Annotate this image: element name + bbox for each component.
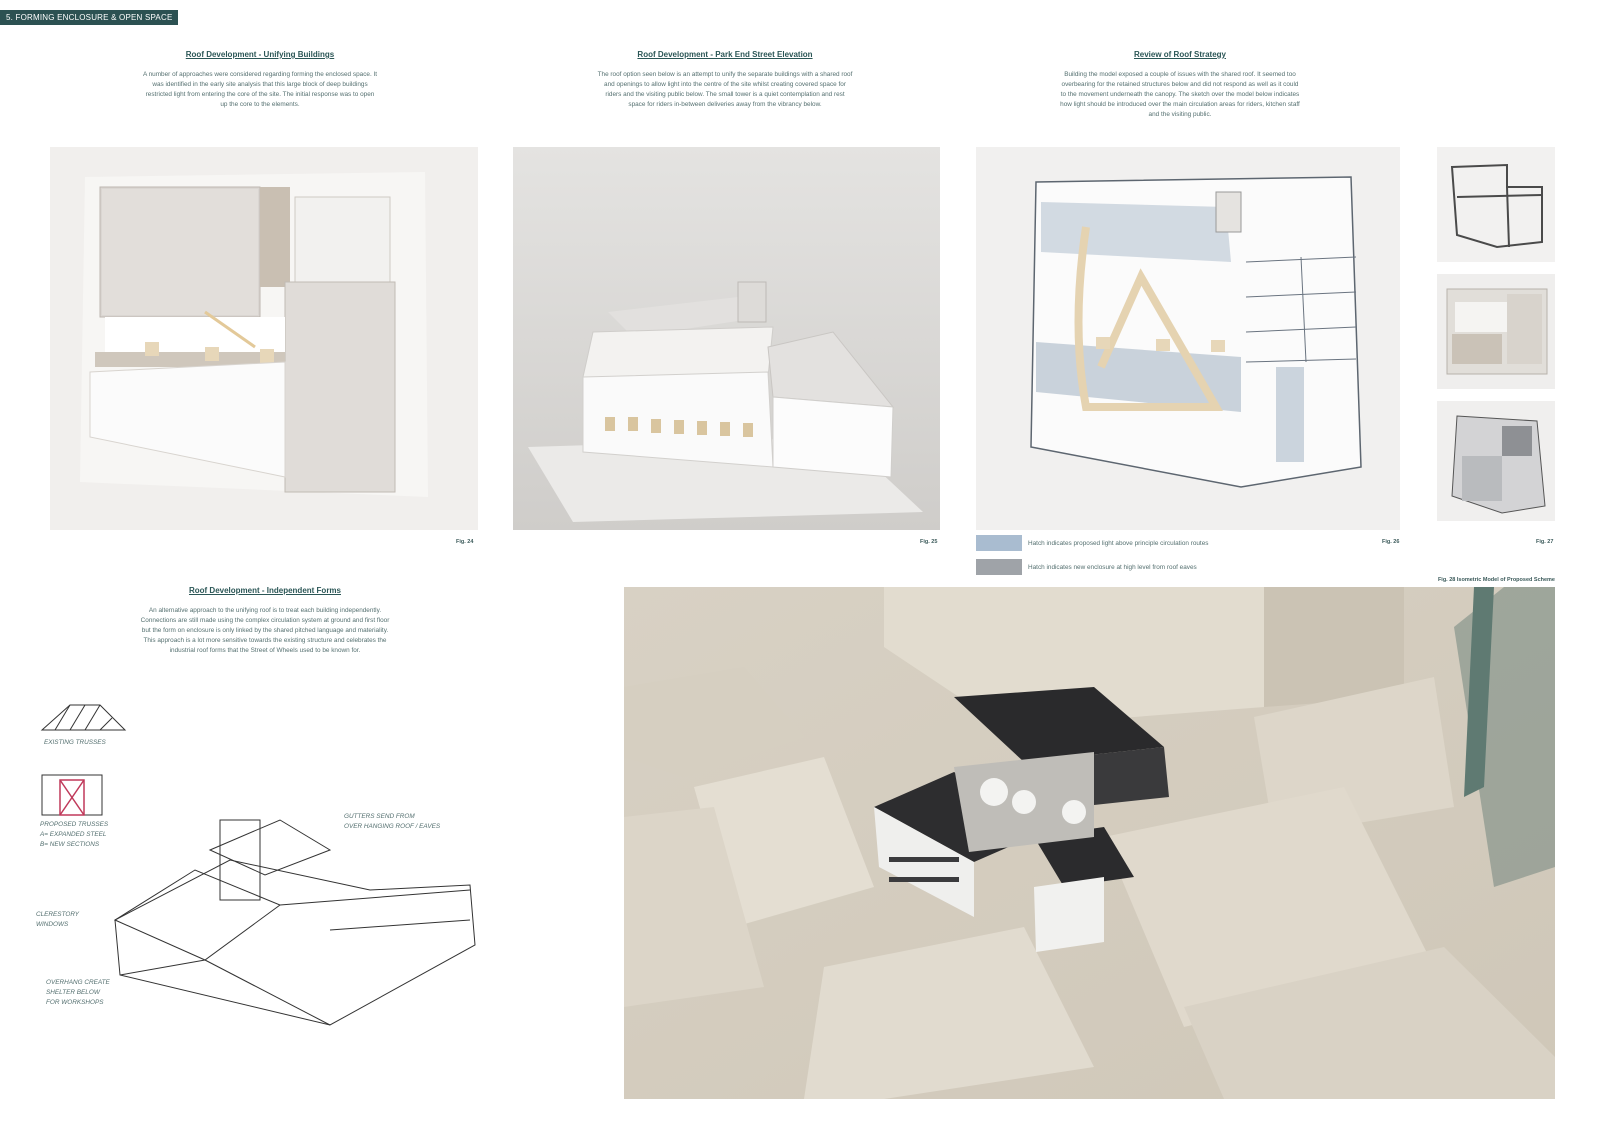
- model-photo-fig24: [50, 147, 478, 530]
- legend-text-light: Hatch indicates proposed light above pri…: [1028, 540, 1209, 547]
- sketch-note-6: OVER HANGING ROOF / EAVES: [344, 823, 441, 830]
- hand-sketch: [30, 690, 530, 1030]
- sketch-note-4: B= NEW SECTIONS: [40, 841, 100, 848]
- fig24-label: Fig. 24: [456, 539, 474, 545]
- legend-text-enclosure: Hatch indicates new enclosure at high le…: [1028, 564, 1197, 571]
- col1-text: A number of approaches were considered r…: [142, 71, 378, 108]
- sketch-note-7: CLERESTORY: [36, 911, 79, 918]
- fig28-label: Fig. 28 Isometric Model of Proposed Sche…: [1437, 577, 1555, 583]
- model-photo-fig25: [513, 147, 940, 530]
- section-tag: 5. FORMING ENCLOSURE & OPEN SPACE: [0, 10, 179, 25]
- model-photo-fig27c: [1437, 401, 1555, 521]
- sketch-note-5: GUTTERS SEND FROM: [344, 813, 415, 820]
- sketch-note-1: EXISTING TRUSSES: [44, 739, 106, 746]
- fig27-label: Fig. 27: [1536, 539, 1554, 545]
- sketch-note-3: A= EXPANDED STEEL: [40, 831, 107, 838]
- col2-title: Roof Development - Park End Street Eleva…: [637, 50, 813, 59]
- fig25-label: Fig. 25: [920, 539, 938, 545]
- col1-title: Roof Development - Unifying Buildings: [185, 50, 335, 59]
- sketch-note-8: WINDOWS: [36, 921, 69, 928]
- col4-text: An alternative approach to the unifying …: [140, 607, 390, 654]
- col2-text: The roof option seen below is an attempt…: [597, 71, 853, 108]
- isometric-model-render: [624, 587, 1555, 1099]
- col3-text: Building the model exposed a couple of i…: [1060, 71, 1300, 118]
- col4-title: Roof Development - Independent Forms: [188, 586, 341, 595]
- model-photo-fig27b: [1437, 274, 1555, 389]
- sketch-note-9: OVERHANG CREATE: [46, 979, 110, 986]
- model-photo-fig26: [976, 147, 1400, 530]
- sketch-note-10: SHELTER BELOW: [46, 989, 100, 996]
- sketch-note-2: PROPOSED TRUSSES: [40, 821, 109, 828]
- legend-swatch-light: [976, 535, 1022, 551]
- fig26-label: Fig. 26: [1382, 539, 1400, 545]
- legend-swatch-enclosure: [976, 559, 1022, 575]
- model-photo-fig27a: [1437, 147, 1555, 262]
- col3-title: Review of Roof Strategy: [1133, 50, 1226, 59]
- sketch-note-11: FOR WORKSHOPS: [46, 999, 104, 1006]
